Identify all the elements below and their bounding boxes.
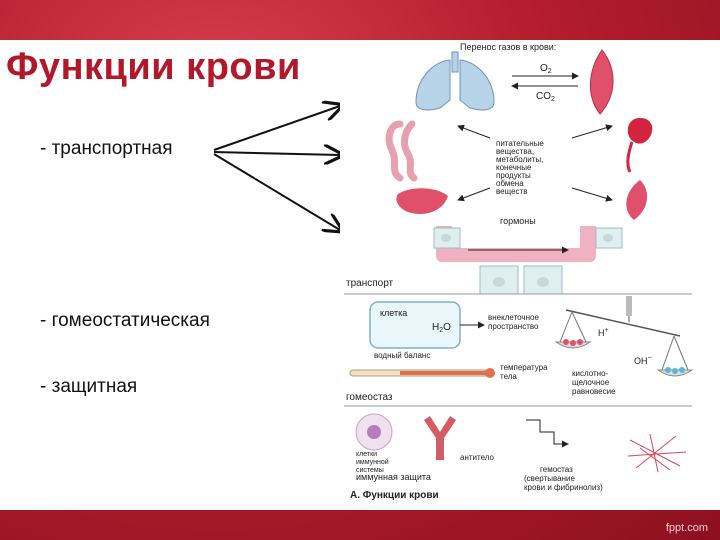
arrow-down <box>213 153 340 230</box>
immune-protection-label: иммунная защита <box>356 472 431 482</box>
thermometer-icon <box>349 368 495 378</box>
co2-label: CO2 <box>536 91 555 103</box>
hemostasis-label: гемостаз (свертывание крови и фибринолиз… <box>524 465 603 492</box>
cell-tissue-icon <box>626 180 648 220</box>
blood-functions-figure: Перенос газов в крови: O2 CO2 питательны… <box>340 40 698 505</box>
figure-caption: А. Функции крови <box>350 490 439 501</box>
arrow-up <box>213 106 340 151</box>
balance-scales-icon <box>554 296 694 377</box>
homeostasis-label: гомеостаз <box>346 392 393 403</box>
cascade-arrows <box>526 419 569 448</box>
fibrin-net-icon <box>627 433 687 473</box>
immune-cells-label: клетки иммунной системы <box>356 451 391 474</box>
arrow-middle <box>213 152 340 155</box>
function-item-protective: - защитная <box>40 376 138 397</box>
acid-base-label: кислотно- щелочное равновесие <box>572 369 616 396</box>
water-balance-label: водный баланс <box>374 351 430 360</box>
function-item-homeostatic: - гомеостатическая <box>40 310 210 331</box>
cell-label: клетка <box>380 308 407 318</box>
liver-icon <box>396 188 448 215</box>
h2o-label: H2O <box>432 322 451 334</box>
footer-brand: fppt.com <box>665 522 708 534</box>
kidney-icon <box>627 118 653 144</box>
oh-minus-label: OH− <box>634 355 652 366</box>
antibody-icon <box>424 416 456 460</box>
h-plus-label: H+ <box>598 327 609 338</box>
transport-label: транспорт <box>346 278 394 289</box>
tissue-icon <box>589 49 614 115</box>
antibody-label: антитело <box>460 453 495 462</box>
hormones-label: гормоны <box>500 216 536 226</box>
o2-label: O2 <box>540 63 552 75</box>
nutrients-label: питательные вещества, метаболиты, конечн… <box>496 139 546 196</box>
function-item-transport: - транспортная <box>40 138 173 159</box>
temperature-label: температура тела <box>500 363 550 381</box>
gas-transfer-header: Перенос газов в крови: <box>460 42 556 52</box>
intestine-icon <box>385 120 418 182</box>
lungs-icon <box>415 51 495 111</box>
extracellular-label: внеклеточное пространство <box>488 313 541 331</box>
slide-title: Функции крови <box>6 46 301 88</box>
